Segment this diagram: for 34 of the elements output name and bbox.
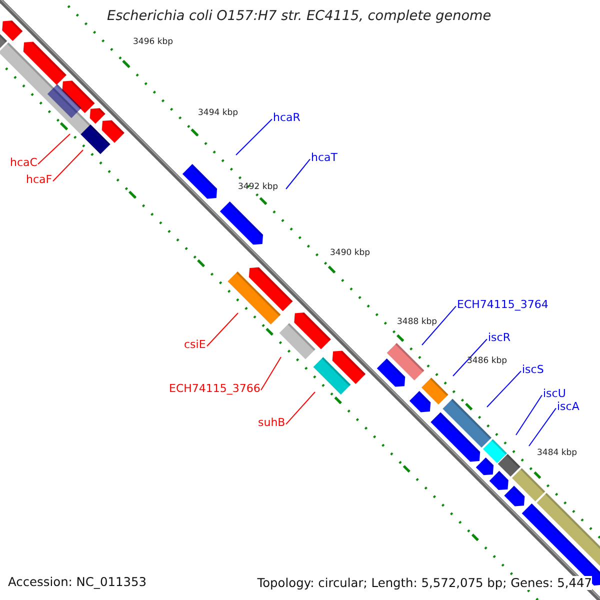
genome-summary: Topology: circular; Length: 5,572,075 bp; Genes: 5,447 — [254, 576, 592, 590]
leader-line — [286, 158, 310, 190]
gene-label: suhB — [258, 417, 286, 428]
leader-line — [486, 370, 522, 408]
leader-line — [38, 134, 70, 165]
position-label: 3492 kbp — [238, 183, 278, 192]
leader-line — [236, 118, 272, 156]
gene-label: hcaF — [26, 174, 52, 185]
position-label: 3496 kbp — [133, 38, 174, 46]
gene-label: csiE — [184, 339, 206, 350]
gene-label: hcaC — [10, 157, 38, 168]
position-label: 3486 kbp — [467, 357, 508, 366]
gene-label: iscR — [488, 332, 510, 343]
gene-label: iscA — [557, 401, 580, 412]
gene-label: iscU — [543, 388, 566, 399]
leader-line — [52, 150, 84, 182]
leader-line — [452, 338, 488, 376]
leader-line — [516, 394, 542, 436]
position-label: 3490 kbp — [330, 249, 370, 258]
position-label: 3494 kbp — [198, 109, 238, 118]
leader-line — [422, 306, 456, 346]
leader-line — [286, 392, 316, 425]
leader-line — [528, 408, 556, 446]
gene-label: ECH74115_3764 — [457, 299, 548, 310]
leader-line — [206, 312, 238, 347]
gene-label: hcaR — [273, 112, 300, 123]
gene-label: ECH74115_3766 — [169, 383, 260, 394]
position-label: 3484 kbp — [537, 449, 578, 458]
title: Escherichia coli O157:H7 str. EC4115, complete genome — [107, 10, 492, 24]
gene-label: iscS — [522, 364, 544, 375]
leader-line — [260, 356, 282, 391]
gene-label: hcaT — [311, 152, 338, 163]
position-label: 3488 kbp — [397, 318, 438, 326]
accession-label: Accession: NC_011353 — [8, 576, 147, 588]
